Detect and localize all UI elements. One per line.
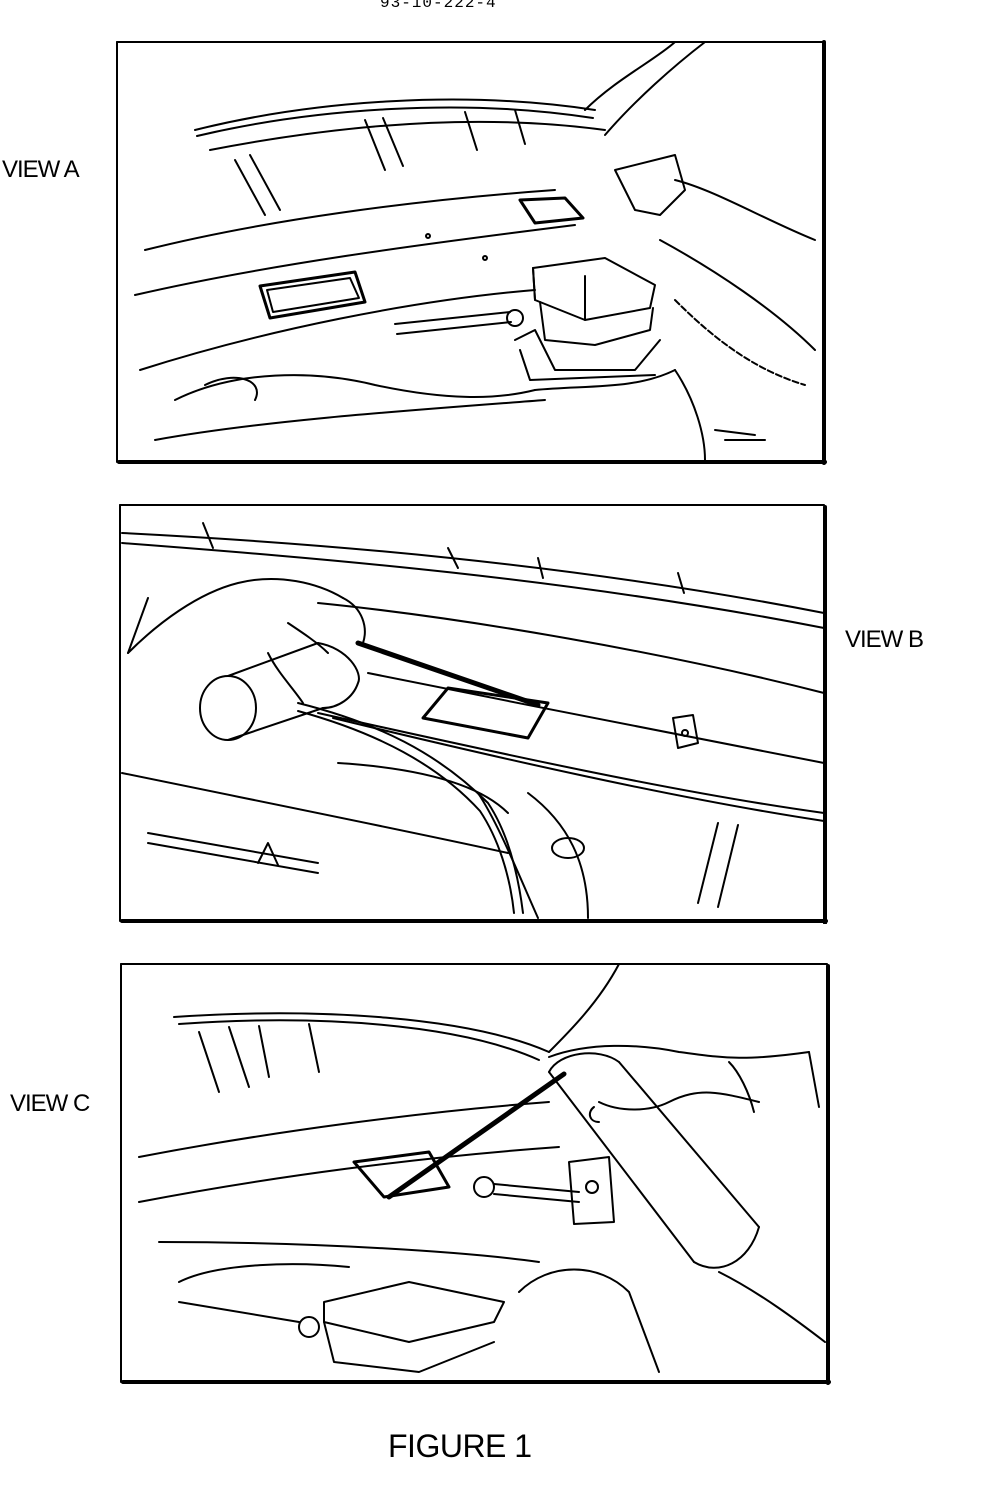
view-a-illustration bbox=[115, 40, 827, 465]
figure-title: FIGURE 1 bbox=[388, 1428, 532, 1464]
view-c-illustration bbox=[119, 962, 831, 1386]
document-number: 93-10-222-4 bbox=[380, 0, 497, 12]
view-b-label: VIEW B bbox=[845, 626, 924, 653]
view-a-label: VIEW A bbox=[2, 156, 80, 183]
view-b-illustration bbox=[118, 503, 828, 924]
view-c-label: VIEW C bbox=[10, 1090, 90, 1117]
